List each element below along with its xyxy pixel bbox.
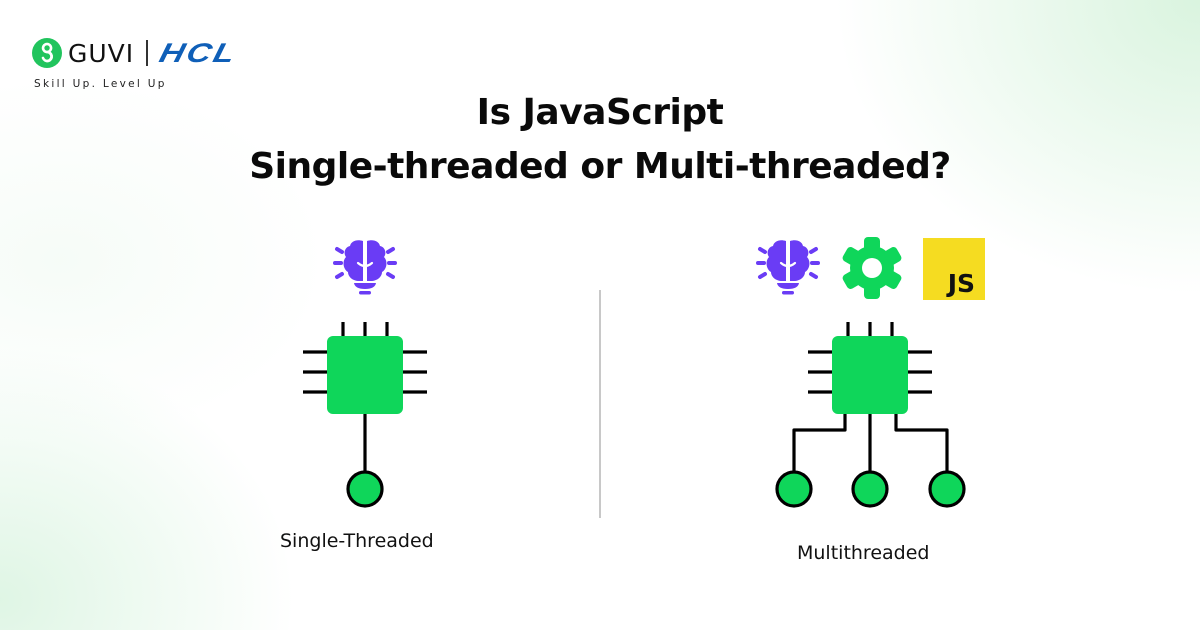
thread-node xyxy=(928,470,966,508)
thread-node xyxy=(346,470,384,508)
single-threaded-label: Single-Threaded xyxy=(280,530,434,552)
thread-node xyxy=(851,470,889,508)
brand-logo: GUVI HCL Skill Up. Level Up xyxy=(32,38,240,90)
cpu-chip-icon xyxy=(301,320,429,416)
panel-divider xyxy=(599,290,601,518)
title-line-2: Single-threaded or Multi-threaded? xyxy=(249,146,951,187)
single-thread-diagram xyxy=(301,238,429,508)
javascript-logo-icon: JS xyxy=(923,238,985,300)
thread-node xyxy=(775,470,813,508)
cpu-chip-icon xyxy=(806,320,934,416)
multithreaded-label: Multithreaded xyxy=(797,542,930,564)
brain-bulb-icon xyxy=(756,238,820,297)
brain-bulb-icon xyxy=(333,238,397,297)
js-badge-text: JS xyxy=(946,269,975,298)
gear-icon xyxy=(842,237,902,299)
title-line-1: Is JavaScript xyxy=(476,92,724,133)
tagline: Skill Up. Level Up xyxy=(34,78,167,90)
multi-thread-diagram: JS xyxy=(756,237,985,508)
logo-separator xyxy=(146,40,148,66)
guvi-wordmark: GUVI xyxy=(68,38,135,68)
guvi-logo-icon xyxy=(32,38,62,68)
